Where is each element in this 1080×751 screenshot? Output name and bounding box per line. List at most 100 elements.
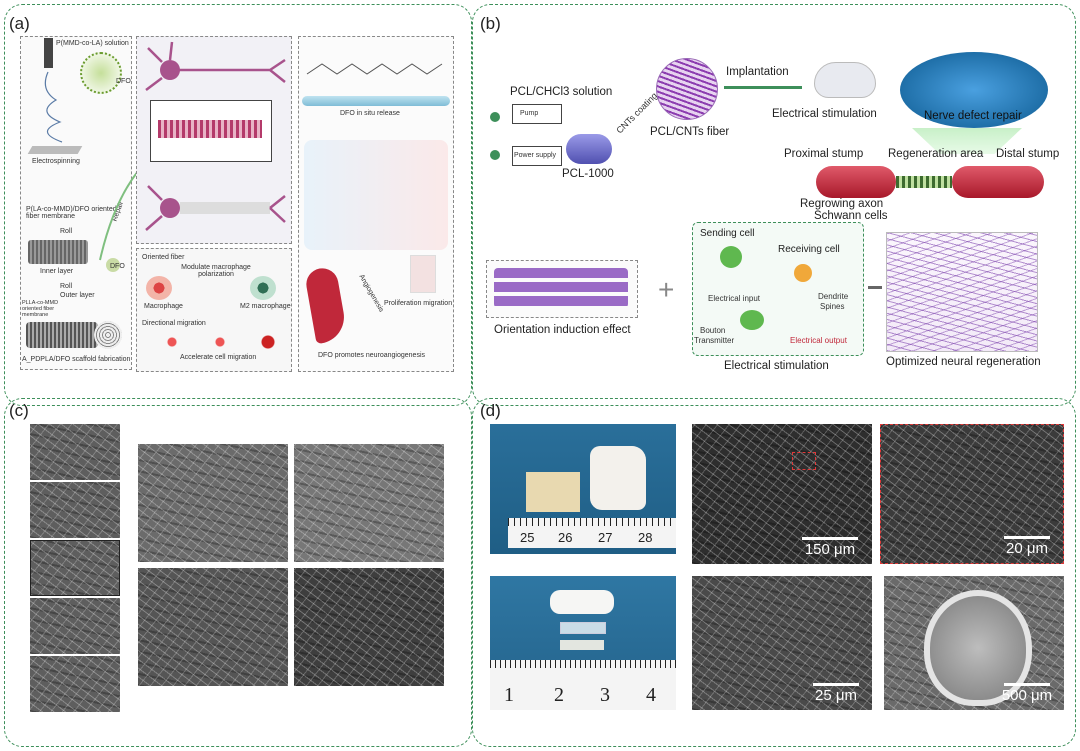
macrophage-cell bbox=[146, 276, 172, 300]
collector-plate bbox=[27, 146, 83, 154]
small-tube bbox=[560, 640, 604, 650]
nerve-oval bbox=[900, 52, 1048, 128]
sem-c-zoom-4 bbox=[294, 568, 444, 686]
regen-gap bbox=[896, 176, 952, 188]
white-scaffold bbox=[550, 590, 614, 614]
sem-d-cross-section: 150 μm bbox=[692, 424, 872, 564]
electrode-bottom bbox=[490, 150, 500, 160]
scale-150: 150 μm bbox=[798, 537, 862, 558]
sending-cell bbox=[720, 246, 742, 268]
collector-drum bbox=[566, 134, 612, 164]
sem-c-1 bbox=[30, 424, 120, 480]
regen-area-label: Regeneration area bbox=[888, 148, 984, 160]
membrane-label: P(LA-co-MMD)/DFO oriented fiber membrane bbox=[26, 206, 117, 220]
panel-a-frame bbox=[4, 4, 472, 406]
macrophage-label: Macrophage bbox=[144, 303, 183, 310]
sem-d-zoom: 20 μm bbox=[880, 424, 1064, 564]
receiving-label: Receiving cell bbox=[778, 244, 840, 255]
power-label: Power supply bbox=[514, 152, 557, 159]
prolif-label: Proliferation migration bbox=[384, 300, 453, 307]
panel-b-frame bbox=[472, 4, 1076, 406]
pcl1000-label: PCL-1000 bbox=[562, 168, 614, 180]
regen-fiber-mesh bbox=[886, 232, 1038, 352]
ruler-bottom-3: 3 bbox=[600, 684, 610, 706]
panel-c-label: (c) bbox=[9, 401, 29, 420]
dendrite-label: Dendrite bbox=[818, 292, 849, 301]
bouton-label: Bouton bbox=[700, 326, 726, 335]
scale-500: 500 μm bbox=[996, 683, 1058, 704]
panel-d-frame bbox=[472, 398, 1076, 747]
fiber-label: PCL/CNTs fiber bbox=[650, 126, 730, 138]
estim2-label: Electrical stimulation bbox=[724, 360, 829, 372]
electrospinning-label: Electrospinning bbox=[32, 158, 80, 165]
transmitter-label: Transmitter bbox=[694, 336, 735, 345]
sem-c-zoom-3 bbox=[138, 568, 288, 686]
oriented-fiber-label: Oriented fiber bbox=[142, 254, 185, 261]
scale-25-text: 25 μm bbox=[815, 687, 857, 704]
pump-box bbox=[512, 104, 562, 124]
distal-label: Distal stump bbox=[996, 148, 1060, 160]
ruler-top-26: 26 bbox=[558, 530, 573, 545]
fiber-bundle-red bbox=[158, 120, 262, 138]
scaffold-tube bbox=[26, 322, 98, 348]
nerve-distal bbox=[952, 166, 1044, 198]
ruler-top-25: 25 bbox=[520, 530, 535, 545]
power-box bbox=[512, 146, 562, 166]
accelerate-label: Accelerate cell migration bbox=[180, 354, 257, 361]
sem-c-zoom-1 bbox=[138, 444, 288, 562]
estim-label: Electrical stimulation bbox=[772, 108, 877, 120]
panel-a-label: (a) bbox=[9, 14, 30, 33]
ruler-bottom-4: 4 bbox=[646, 684, 656, 706]
panel-a-fabrication-box bbox=[20, 36, 132, 370]
proximal-label: Proximal stump bbox=[784, 148, 864, 160]
scale-150-text: 150 μm bbox=[804, 541, 856, 558]
tube-cross-ring bbox=[924, 590, 1032, 706]
release-membrane bbox=[302, 96, 450, 106]
dfo2-label: DFO bbox=[110, 263, 125, 270]
spines-label: Spines bbox=[820, 302, 845, 311]
dfo-dot-icon bbox=[106, 258, 120, 272]
sem-d-tube-cross: 500 μm bbox=[884, 576, 1064, 710]
inner-layer-label: Inner layer bbox=[40, 268, 74, 275]
orientation-label: Orientation induction effect bbox=[494, 324, 631, 336]
molecule-structure bbox=[306, 63, 443, 75]
pcl-solution-label: PCL/CHCl3 solution bbox=[510, 86, 613, 98]
defect-label: Nerve defect repair bbox=[924, 110, 1022, 122]
scale-25: 25 μm bbox=[808, 683, 864, 704]
orientation-fibers bbox=[494, 268, 628, 308]
sem-c-2 bbox=[30, 482, 120, 538]
syringe-icon bbox=[44, 38, 53, 68]
m2-label: M2 macrophage bbox=[240, 303, 291, 310]
sponge-scaffold bbox=[590, 446, 646, 510]
dfo-label: DFO bbox=[116, 78, 131, 85]
pump-label: Pump bbox=[520, 110, 539, 117]
rat-icon bbox=[814, 62, 876, 98]
ruler-top-28: 28 bbox=[638, 530, 653, 545]
solution-label: P(MMD-co-LA) solution bbox=[56, 40, 129, 47]
macrophage-box bbox=[136, 248, 292, 372]
scaffold-label: A_PDPLA/DFO scaffold fabrication bbox=[22, 356, 131, 363]
panel-c-frame bbox=[4, 398, 472, 747]
insitu-label: DFO in situ release bbox=[340, 110, 400, 117]
optimized-label: Optimized neural regeneration bbox=[886, 356, 1041, 368]
ruler-top bbox=[508, 518, 676, 548]
plla-label: PLLA-co-MMD oriented fiber membrane bbox=[22, 300, 59, 318]
synapse-box bbox=[692, 222, 864, 356]
m2-cell bbox=[250, 276, 276, 300]
sem-c-4 bbox=[30, 598, 120, 654]
clear-tube bbox=[560, 622, 606, 634]
sending-label: Sending cell bbox=[700, 228, 755, 239]
receiving-cell bbox=[794, 264, 812, 282]
panel-b-label: (b) bbox=[480, 14, 501, 33]
sem-c-5 bbox=[30, 656, 120, 712]
arrow-to-mesh bbox=[868, 286, 882, 289]
prolif-icon bbox=[410, 255, 436, 293]
pathway-diagram bbox=[304, 140, 448, 250]
promotes-label: DFO promotes neuroangiogenesis bbox=[318, 352, 426, 359]
nerve-proximal bbox=[816, 166, 896, 198]
scaffold-end-circle bbox=[94, 321, 122, 349]
spinning-jet-icon bbox=[44, 71, 63, 143]
scale-20: 20 μm bbox=[999, 536, 1055, 557]
scale-500-text: 500 μm bbox=[1001, 687, 1053, 704]
neuron-bottom-icon bbox=[145, 185, 286, 231]
